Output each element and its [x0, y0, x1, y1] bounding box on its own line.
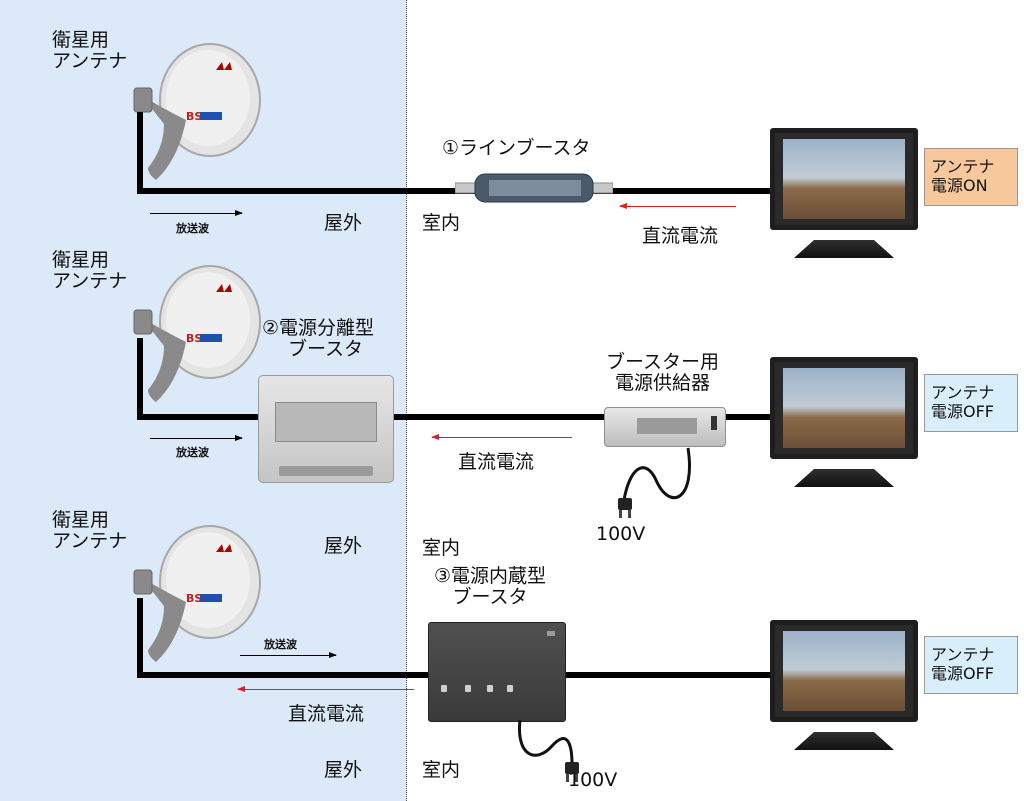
broadcast-wave-arrow — [150, 210, 243, 216]
psu-label: ブースター用電源供給器 — [606, 351, 720, 394]
antenna-cable — [137, 598, 143, 678]
dc-current-arrow — [237, 686, 414, 692]
booster-power-supply-icon — [604, 407, 726, 447]
broadcast-wave-label: 放送波 — [176, 222, 209, 235]
dc-current-arrow — [431, 434, 572, 440]
voltage-label: 100V — [568, 769, 618, 791]
booster-label-3: ③電源内蔵型 ブースタ — [434, 565, 547, 608]
tv-icon — [770, 128, 918, 258]
tv-icon — [770, 357, 918, 487]
outdoor-label: 屋外 — [324, 535, 363, 557]
svg-text:BS: BS — [186, 110, 202, 123]
antenna-cable — [137, 338, 143, 420]
dc-current-label: 直流電流 — [288, 703, 365, 725]
antenna-power-status: アンテナ電源OFF — [924, 374, 1018, 432]
broadcast-wave-label: 放送波 — [176, 446, 209, 459]
outdoor-label: 屋外 — [324, 212, 363, 234]
power-cord-icon — [618, 447, 691, 518]
outdoor-label: 屋外 — [324, 759, 363, 781]
indoor-label: 室内 — [422, 537, 461, 559]
antenna-label-1: 衛星用アンテナ — [52, 29, 128, 72]
svg-text:BS: BS — [186, 592, 202, 605]
tv-icon — [770, 620, 918, 750]
booster-label-2: ②電源分離型 ブースタ — [262, 317, 375, 360]
broadcast-wave-label: 放送波 — [264, 638, 297, 651]
booster-label-1: ①ラインブースタ — [442, 137, 591, 159]
dc-current-arrow — [619, 203, 736, 209]
antenna-power-status: アンテナ電源OFF — [924, 636, 1018, 694]
antenna-cable — [137, 112, 143, 194]
satellite-dish-icon: BS — [128, 262, 268, 402]
satellite-dish-icon: BS — [128, 522, 268, 662]
signal-cable — [137, 414, 773, 420]
dc-current-label: 直流電流 — [458, 451, 535, 473]
separate-power-booster-icon — [258, 375, 394, 483]
antenna-power-status: アンテナ電源ON — [924, 148, 1018, 206]
antenna-label-2: 衛星用アンテナ — [52, 249, 128, 292]
zone-divider — [406, 0, 407, 801]
built-in-power-booster-icon — [428, 622, 566, 722]
power-cord-icon — [517, 719, 579, 782]
line-booster-icon — [455, 173, 613, 203]
broadcast-wave-arrow — [240, 652, 337, 658]
antenna-label-3: 衛星用アンテナ — [52, 509, 128, 552]
indoor-label: 室内 — [422, 212, 461, 234]
satellite-dish-icon: BS — [128, 40, 268, 180]
voltage-label: 100V — [596, 523, 646, 545]
indoor-label: 室内 — [422, 759, 461, 781]
svg-text:BS: BS — [186, 332, 202, 345]
broadcast-wave-arrow — [150, 435, 243, 441]
dc-current-label: 直流電流 — [642, 225, 719, 247]
